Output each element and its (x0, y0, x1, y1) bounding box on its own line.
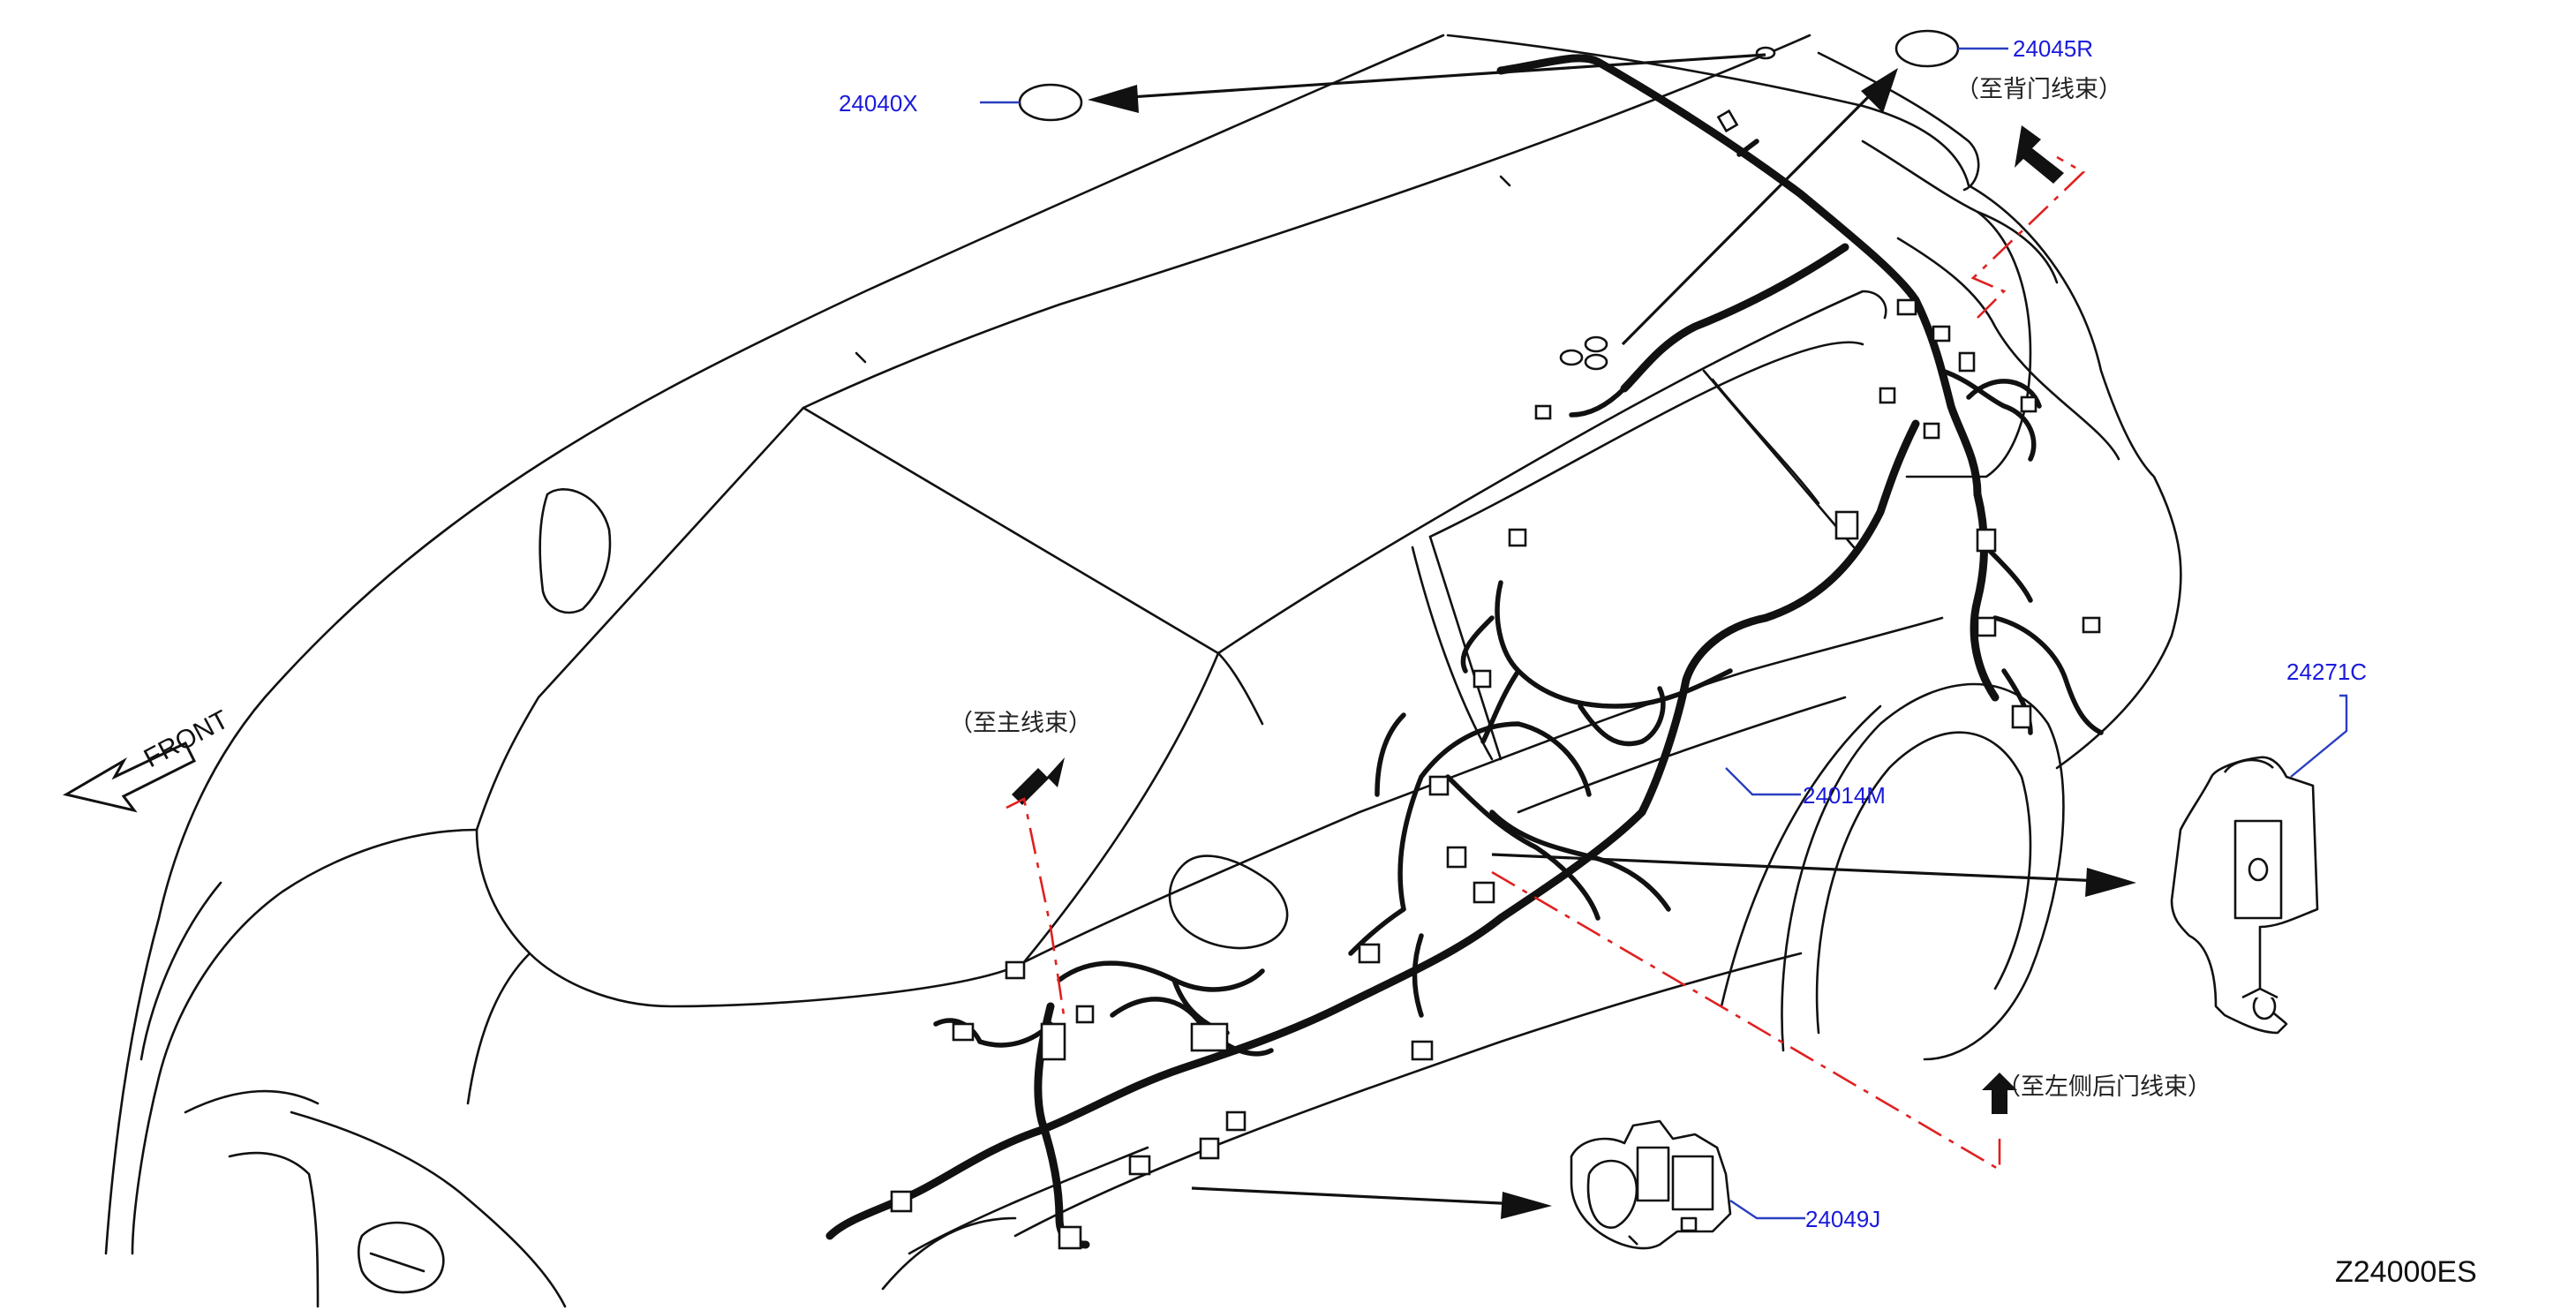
front-arrow-icon (62, 742, 197, 813)
label-24014m: 24014M (1803, 782, 1886, 809)
grommet-small-3 (1584, 353, 1608, 371)
grommet-group (1018, 29, 1960, 371)
note-to-left-rear-door: （至左侧后门线束） (1997, 1073, 2211, 1101)
reference-dash-lines (1006, 155, 2086, 1172)
diagram-code: Z24000ES (2335, 1255, 2477, 1289)
body-wiring-harness (825, 54, 2104, 1249)
label-24271c: 24271C (2286, 659, 2367, 685)
part-label-leaders (980, 47, 2348, 1220)
vehicle-body-outline (104, 34, 2182, 1308)
grommet-small-1 (1559, 349, 1584, 366)
front-direction-indicator: FRONT (62, 705, 234, 813)
harness-connectors (890, 109, 2101, 1250)
pointer-arrows (1088, 53, 2136, 1219)
arrow-up-left-back-door (2015, 125, 2064, 184)
grommet-24040x (1018, 83, 1083, 122)
note-to-back-door: （至背门线束） (1955, 76, 2122, 103)
arrow-up-left-rear-door (1982, 1073, 2017, 1114)
label-24040x: 24040X (839, 90, 918, 117)
grommet-small-roof (1755, 46, 1776, 60)
label-24049j: 24049J (1805, 1206, 1880, 1232)
direction-arrows (1012, 125, 2064, 1114)
note-to-main: （至主线束） (949, 710, 1092, 737)
part-24271c-bracket (2170, 756, 2319, 1035)
part-24049j-clip (1570, 1119, 1732, 1250)
arrow-up-right-main (1012, 757, 1065, 805)
grommet-24045r (1894, 29, 1960, 68)
label-24045r: 24045R (2013, 35, 2093, 62)
part-labels: 24040X 24045R 24014M 24271C 24049J (839, 35, 2367, 1232)
routing-notes: （至背门线束） （至主线束） （至左侧后门线束） (949, 76, 2211, 1101)
grommet-small-2 (1584, 335, 1608, 353)
